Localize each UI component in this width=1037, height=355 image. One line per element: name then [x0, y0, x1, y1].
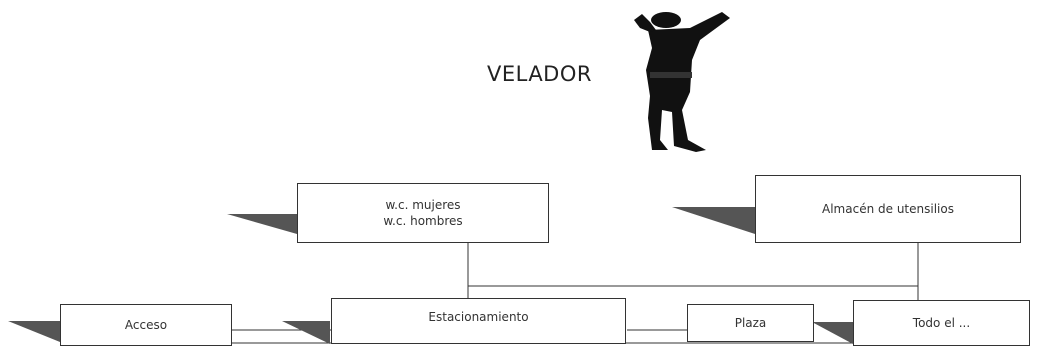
- shadow-wedges: [8, 207, 853, 344]
- almacen-label: Almacén de utensilios: [822, 201, 954, 216]
- last-box: Todo el ...: [853, 300, 1030, 346]
- shadow-wedge-acceso: [8, 321, 60, 342]
- plaza-label: Plaza: [734, 315, 767, 330]
- diagram-title: VELADOR: [487, 62, 592, 86]
- almacen-box: Almacén de utensilios: [755, 175, 1021, 243]
- shadow-wedge-wc: [227, 214, 297, 234]
- wc-line-mujeres: w.c. mujeres: [385, 197, 461, 212]
- plaza-box: Plaza: [687, 304, 814, 342]
- shadow-wedge-almacen: [672, 207, 755, 234]
- estacionamiento-box: Estacionamiento: [331, 298, 626, 344]
- guard-body: [646, 12, 730, 152]
- guard-raised-arm: [634, 14, 656, 32]
- acceso-box: Acceso: [60, 304, 232, 346]
- acceso-label: Acceso: [124, 317, 168, 332]
- wc-box: w.c. mujeres w.c. hombres: [297, 183, 549, 243]
- estacionamiento-label: Estacionamiento: [428, 310, 529, 324]
- last-label: Todo el ...: [912, 315, 971, 330]
- shadow-wedge-estac: [282, 321, 330, 344]
- guard-head: [651, 12, 681, 28]
- guard-figure-icon: [634, 12, 730, 152]
- guard-belt: [650, 72, 692, 78]
- wc-line-hombres: w.c. hombres: [383, 214, 463, 228]
- shadow-wedge-plaza: [812, 322, 853, 344]
